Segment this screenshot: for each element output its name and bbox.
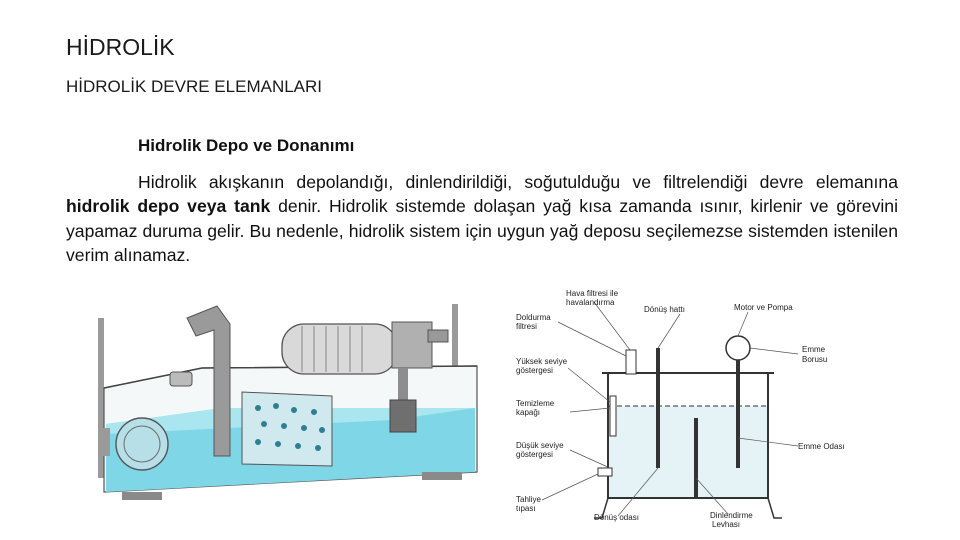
return-pipe — [186, 305, 231, 457]
fluid — [609, 406, 767, 497]
paragraph-part-2: denir. Hidrolik sistemde dolaşan yağ kıs… — [66, 196, 898, 265]
baffle — [694, 418, 698, 498]
filler-cap — [169, 371, 193, 387]
baffle-plate — [241, 391, 333, 467]
label-drain-2: tıpası — [516, 504, 536, 513]
label-motor-pump: Motor ve Pompa — [734, 303, 793, 312]
pump — [391, 321, 433, 369]
frame-left-rail — [98, 318, 104, 478]
tank-illustration — [98, 304, 478, 500]
high-level-gauge — [609, 395, 617, 437]
label-filler-1: Doldurma — [516, 313, 551, 322]
label-air-filter-2: havalandırma — [566, 298, 615, 307]
label-high-level-1: Yüksek seviye — [516, 357, 568, 366]
label-drain-1: Tahliye — [516, 495, 541, 504]
section-title: HİDROLİK DEVRE ELEMANLARI — [66, 77, 323, 96]
label-low-level-2: göstergesi — [516, 450, 553, 459]
label-return-line: Dönüş hattı — [644, 305, 685, 314]
label-air-filter-1: Hava filtresi ile — [566, 289, 619, 298]
paragraph-bold-term: hidrolik depo veya tank — [66, 196, 271, 217]
drain-plug — [597, 467, 613, 477]
slide-title: HİDROLİK — [66, 34, 175, 60]
suction-pipe — [736, 358, 740, 468]
body-paragraph: Hidrolik akışkanın depolandığı, dinlendi… — [66, 170, 898, 267]
label-suction-chamber: Emme Odası — [798, 442, 845, 451]
label-clean-cover-1: Temizleme — [516, 399, 555, 408]
tank-cross-section-diagram: Hava filtresi ile havalandırma Dönüş hat… — [516, 289, 845, 529]
subheading: Hidrolik Depo ve Donanımı — [138, 136, 355, 155]
label-low-level-1: Düşük seviye — [516, 441, 564, 450]
motor — [281, 323, 398, 375]
tank-wall — [607, 373, 769, 499]
baffle-holes — [255, 403, 325, 451]
label-return-chamber: Dönüş odası — [594, 513, 639, 522]
level-gauge — [102, 428, 110, 456]
label-filler-2: filtresi — [516, 322, 537, 331]
filler-filter — [625, 349, 637, 375]
label-suction-1: Emme — [802, 345, 826, 354]
label-clean-cover-2: kapağı — [516, 408, 540, 417]
label-suction-2: Borusu — [802, 355, 827, 364]
label-high-level-2: göstergesi — [516, 366, 553, 375]
paragraph-part-1: Hidrolik akışkanın depolandığı, dinlendi… — [138, 172, 898, 192]
label-baffle-2: Levhası — [712, 520, 740, 529]
return-line — [656, 348, 660, 468]
label-baffle-1: Dinlendirme — [710, 511, 753, 520]
motor-pump — [725, 335, 751, 361]
suction-strainer — [389, 399, 417, 433]
